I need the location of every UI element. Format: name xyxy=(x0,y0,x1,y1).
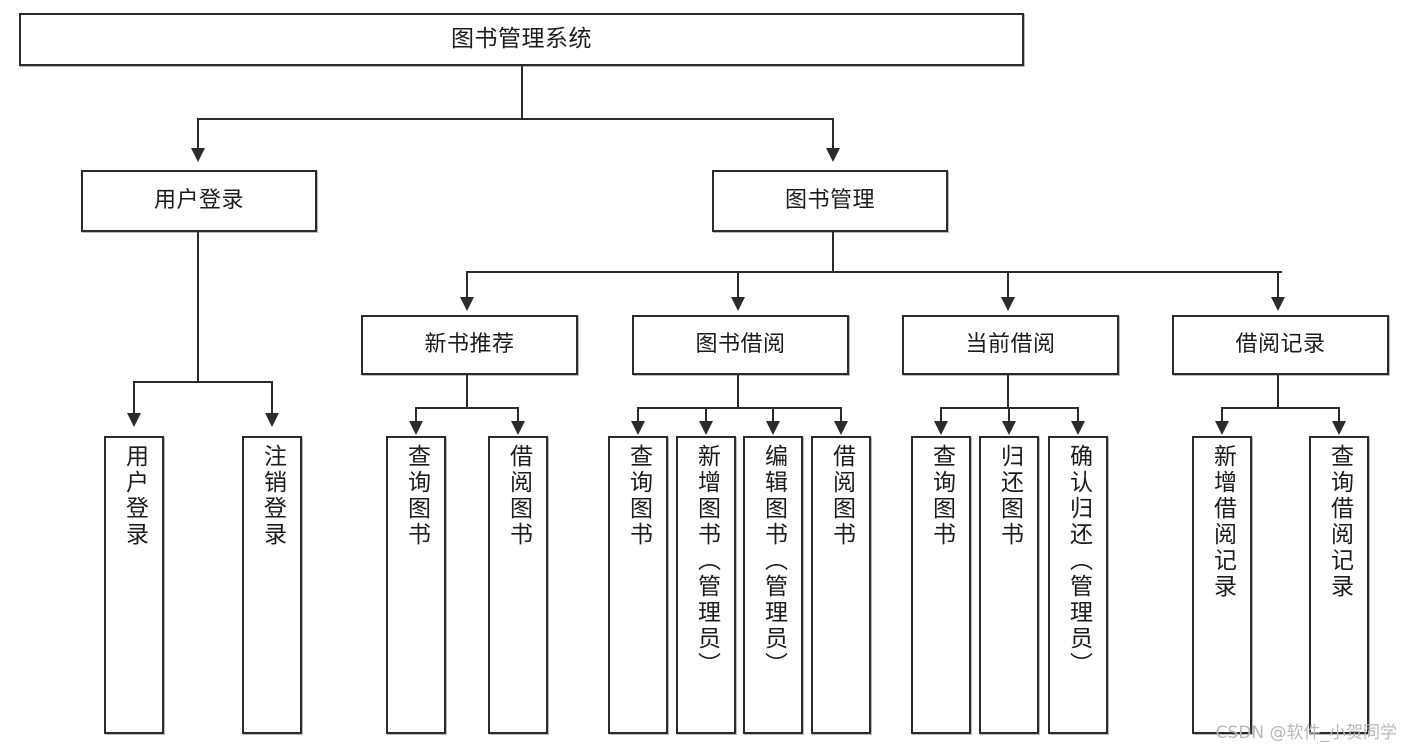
node-label: 当前借阅 xyxy=(965,332,1056,358)
node-label: 查询图书 xyxy=(928,444,955,548)
connector-current-borrow-trunk xyxy=(1007,375,1009,408)
connector-borrow-record-bus xyxy=(1221,407,1339,409)
connector-drop-leaf-user-login xyxy=(133,381,135,415)
node-leaf-logout-login[interactable]: 注销登录 xyxy=(242,436,302,734)
connector-level2-bus xyxy=(466,271,1282,273)
node-label: 查询借阅记录 xyxy=(1326,444,1353,600)
connector-drop-leaf-query-record xyxy=(1338,407,1340,429)
node-leaf-query-book-1[interactable]: 查询图书 xyxy=(386,436,446,734)
arrowhead-leaf-user-login xyxy=(127,413,141,427)
node-label: 图书管理 xyxy=(784,188,875,214)
arrowhead-leaf-query-book-2 xyxy=(631,421,645,435)
node-user-login[interactable]: 用户登录 xyxy=(81,170,317,232)
connector-user-login-bus xyxy=(133,381,273,383)
arrowhead-leaf-query-book-1 xyxy=(409,421,423,435)
node-leaf-add-book[interactable]: 新增图书（管理员） xyxy=(676,436,736,734)
node-label: 用户登录 xyxy=(121,444,148,548)
node-label: 新增图书（管理员） xyxy=(693,444,720,678)
node-label: 借阅记录 xyxy=(1235,332,1326,358)
connector-drop-leaf-query-book-3 xyxy=(940,407,942,429)
connector-drop-current-borrow xyxy=(1007,271,1009,299)
arrowhead-leaf-borrow-book-1 xyxy=(511,421,525,435)
node-leaf-borrow-book-2[interactable]: 借阅图书 xyxy=(811,436,871,734)
node-leaf-query-record[interactable]: 查询借阅记录 xyxy=(1309,436,1369,734)
node-label: 图书借阅 xyxy=(695,332,786,358)
arrowhead-borrow-record xyxy=(1271,297,1285,311)
node-leaf-add-record[interactable]: 新增借阅记录 xyxy=(1192,436,1252,734)
connector-drop-leaf-add-book xyxy=(705,407,707,429)
arrowhead-leaf-logout xyxy=(265,413,279,427)
node-root-book-management-system[interactable]: 图书管理系统 xyxy=(19,13,1024,66)
connector-drop-leaf-borrow-book-1 xyxy=(517,407,519,429)
connector-root-trunk xyxy=(521,66,523,119)
arrowhead-leaf-edit-book xyxy=(766,421,780,435)
connector-drop-leaf-confirm-return xyxy=(1077,407,1079,429)
node-label: 查询图书 xyxy=(403,444,430,548)
node-label: 确认归还（管理员） xyxy=(1065,444,1092,678)
connector-drop-new-book xyxy=(466,271,468,299)
connector-drop-leaf-logout xyxy=(271,381,273,415)
connector-drop-book-borrow xyxy=(737,271,739,299)
node-label: 注销登录 xyxy=(259,444,286,548)
connector-drop-leaf-edit-book xyxy=(772,407,774,429)
node-current-borrow[interactable]: 当前借阅 xyxy=(902,315,1119,375)
connector-book-manage-trunk xyxy=(832,232,834,272)
node-label: 新增借阅记录 xyxy=(1209,444,1236,600)
arrowhead-leaf-query-record xyxy=(1332,421,1346,435)
node-book-borrow[interactable]: 图书借阅 xyxy=(632,315,849,375)
node-leaf-edit-book[interactable]: 编辑图书（管理员） xyxy=(743,436,803,734)
arrowhead-leaf-return-book xyxy=(1002,421,1016,435)
connector-drop-borrow-record xyxy=(1277,271,1279,299)
connector-drop-leaf-query-book-1 xyxy=(415,407,417,429)
node-label: 查询图书 xyxy=(625,444,652,548)
node-borrow-record[interactable]: 借阅记录 xyxy=(1172,315,1389,375)
node-leaf-user-login[interactable]: 用户登录 xyxy=(104,436,164,734)
arrowhead-leaf-add-book xyxy=(699,421,713,435)
connector-drop-leaf-add-record xyxy=(1221,407,1223,429)
connector-new-book-trunk xyxy=(466,375,468,408)
node-leaf-query-book-2[interactable]: 查询图书 xyxy=(608,436,668,734)
arrowhead-user-login xyxy=(191,148,205,162)
connector-book-borrow-trunk xyxy=(737,375,739,408)
arrowhead-leaf-add-record xyxy=(1215,421,1229,435)
connector-drop-leaf-return-book xyxy=(1008,407,1010,429)
node-book-management[interactable]: 图书管理 xyxy=(712,170,948,232)
arrowhead-current-borrow xyxy=(1001,297,1015,311)
arrowhead-leaf-confirm-return xyxy=(1071,421,1085,435)
connector-drop-leaf-borrow-book-2 xyxy=(840,407,842,429)
arrowhead-book-manage xyxy=(826,148,840,162)
node-leaf-borrow-book-1[interactable]: 借阅图书 xyxy=(488,436,548,734)
arrowhead-new-book xyxy=(460,297,474,311)
connector-drop-user-login xyxy=(197,118,199,150)
node-label: 归还图书 xyxy=(996,444,1023,548)
node-label: 借阅图书 xyxy=(828,444,855,548)
connector-drop-leaf-query-book-2 xyxy=(637,407,639,429)
node-label: 用户登录 xyxy=(153,188,244,214)
node-label: 图书管理系统 xyxy=(451,25,592,52)
node-new-book-recommend[interactable]: 新书推荐 xyxy=(361,315,578,375)
connector-borrow-record-trunk xyxy=(1277,375,1279,408)
node-label: 编辑图书（管理员） xyxy=(760,444,787,678)
connector-new-book-bus xyxy=(415,407,518,409)
node-leaf-return-book[interactable]: 归还图书 xyxy=(979,436,1039,734)
arrowhead-leaf-query-book-3 xyxy=(934,421,948,435)
connector-drop-book-manage xyxy=(832,118,834,150)
node-label: 借阅图书 xyxy=(505,444,532,548)
node-label: 新书推荐 xyxy=(424,332,515,358)
connector-user-login-trunk xyxy=(197,232,199,382)
arrowhead-book-borrow xyxy=(731,297,745,311)
connector-level1-bus xyxy=(198,118,833,120)
node-leaf-confirm-return[interactable]: 确认归还（管理员） xyxy=(1048,436,1108,734)
node-leaf-query-book-3[interactable]: 查询图书 xyxy=(911,436,971,734)
arrowhead-leaf-borrow-book-2 xyxy=(834,421,848,435)
connector-book-borrow-bus xyxy=(637,407,841,409)
